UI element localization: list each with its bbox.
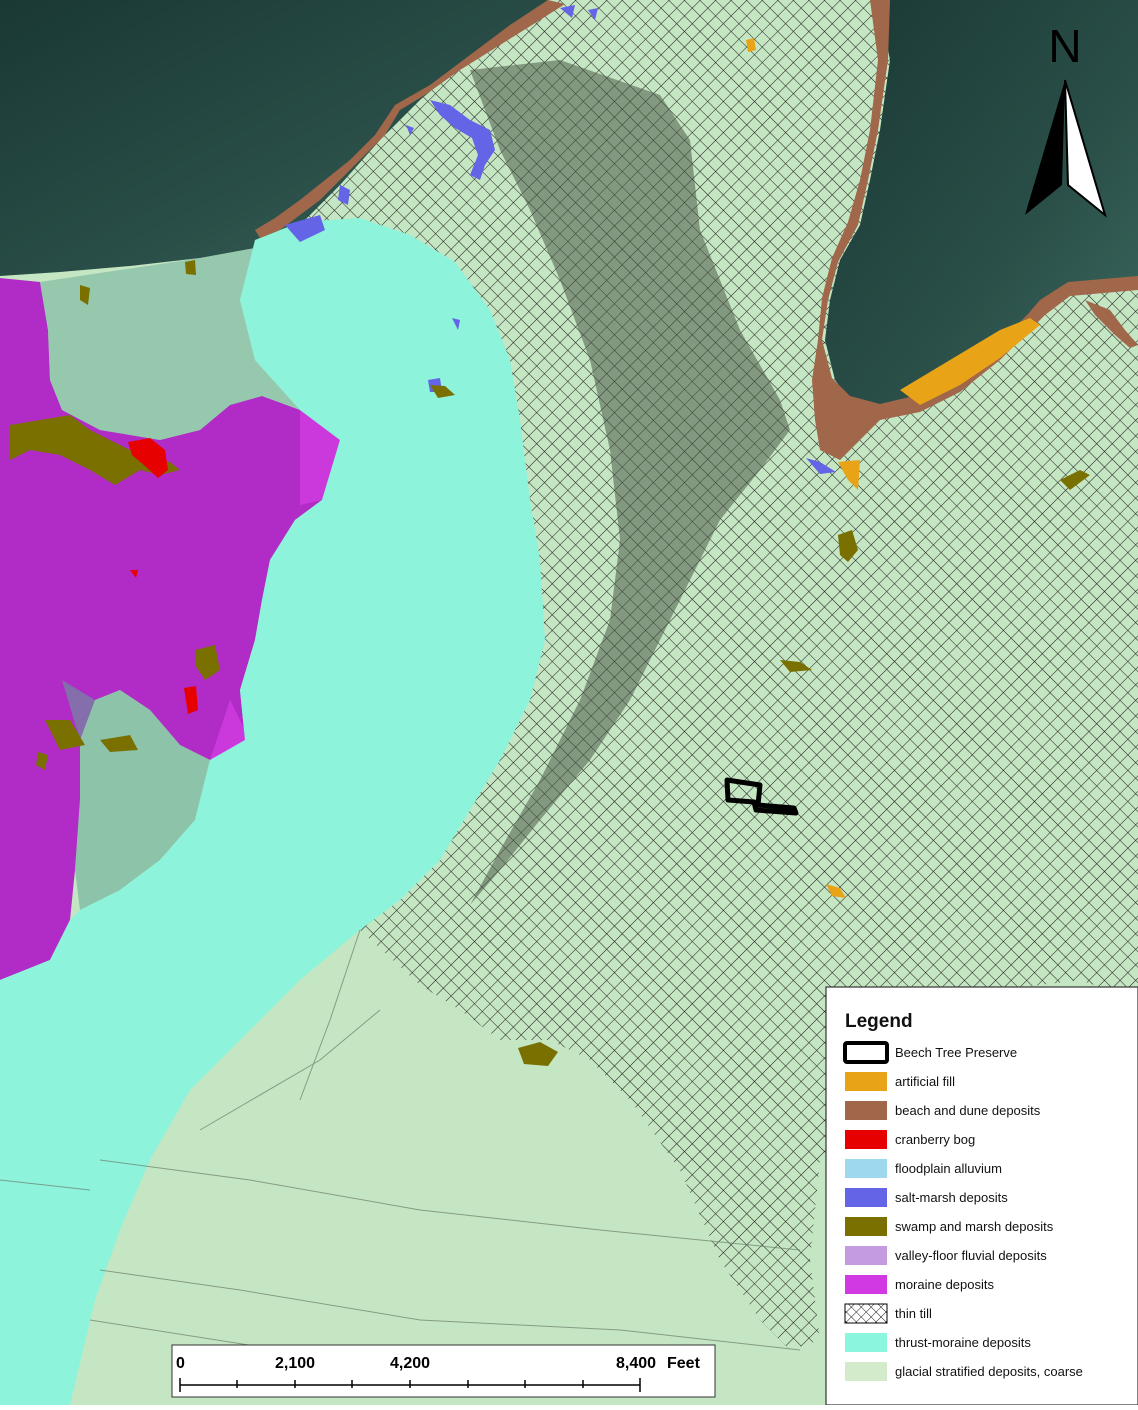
legend-swatch [844, 1303, 888, 1324]
legend-swatch [845, 1188, 887, 1207]
artificial-fill-patch-1 [838, 460, 860, 490]
legend: Legend Beech Tree Preserve artificial fil… [825, 986, 1138, 1406]
legend-swatch [845, 1333, 887, 1352]
legend-label: thin till [895, 1306, 932, 1321]
legend-swatch [845, 1246, 887, 1265]
legend-label: floodplain alluvium [895, 1161, 1002, 1176]
thrust-moraine-deposits [0, 218, 545, 1405]
moraine-inner-area [40, 248, 300, 440]
boundary-lines [0, 929, 801, 1396]
north-arrow-icon: N [1025, 20, 1107, 218]
legend-label: cranberry bog [895, 1132, 975, 1147]
legend-item: moraine deposits [845, 1275, 994, 1294]
legend-title: Legend [845, 1011, 913, 1032]
artificial-fill-pier [900, 318, 1040, 405]
legend-swatch [845, 1101, 887, 1120]
legend-swatch [845, 1217, 887, 1236]
artificial-fill-patch-2 [826, 884, 846, 898]
cranberry-bog-group [128, 438, 198, 714]
valley-channel [470, 60, 790, 905]
legend-item: valley-floor fluvial deposits [845, 1246, 1047, 1265]
scale-bar: 0 2,100 4,200 8,400 Feet [171, 1344, 716, 1398]
moraine-inner-area-south [62, 680, 210, 910]
legend-swatch [845, 1072, 887, 1091]
legend-item: artificial fill [845, 1072, 955, 1091]
swamp-marsh-group [10, 260, 1090, 1066]
legend-item: salt-marsh deposits [845, 1188, 1008, 1207]
legend-label: moraine deposits [895, 1277, 994, 1292]
legend-item: cranberry bog [845, 1130, 975, 1149]
legend-label: thrust-moraine deposits [895, 1335, 1031, 1350]
legend-swatch [845, 1275, 887, 1294]
beach-dune-spit [1085, 300, 1138, 348]
legend-item: Beech Tree Preserve [843, 1041, 1017, 1064]
north-arrow-label: N [1048, 20, 1081, 72]
legend-item: thrust-moraine deposits [845, 1333, 1031, 1352]
water-bay-northwest [0, 0, 548, 276]
legend-label: glacial stratified deposits, coarse [895, 1364, 1083, 1379]
beach-dune-northwest [255, 0, 565, 238]
legend-label: valley-floor fluvial deposits [895, 1248, 1047, 1263]
legend-item: floodplain alluvium [845, 1159, 1002, 1178]
artificial-fill-patch-3 [746, 38, 756, 52]
scale-unit: Feet [667, 1355, 701, 1372]
legend-swatch [845, 1362, 887, 1381]
legend-item: beach and dune deposits [845, 1101, 1041, 1120]
legend-label: swamp and marsh deposits [895, 1219, 1054, 1234]
scale-tick-4200: 4,200 [390, 1355, 430, 1372]
legend-item: glacial stratified deposits, coarse [845, 1362, 1083, 1381]
beech-tree-preserve-outline [724, 777, 799, 816]
scale-tick-2100: 2,100 [275, 1355, 315, 1372]
legend-label: Beech Tree Preserve [895, 1045, 1017, 1060]
legend-items: Beech Tree Preserve artificial fill beach … [843, 1041, 1083, 1381]
legend-label: beach and dune deposits [895, 1103, 1041, 1118]
moraine-deposits-light [210, 410, 340, 760]
scale-tick-8400: 8,400 [616, 1355, 656, 1372]
legend-swatch [845, 1159, 887, 1178]
legend-swatch [845, 1130, 887, 1149]
legend-item: thin till [844, 1303, 932, 1324]
scale-tick-0: 0 [176, 1355, 185, 1372]
legend-item: swamp and marsh deposits [845, 1217, 1054, 1236]
legend-label: salt-marsh deposits [895, 1190, 1008, 1205]
legend-swatch [843, 1041, 889, 1064]
legend-label: artificial fill [895, 1074, 955, 1089]
